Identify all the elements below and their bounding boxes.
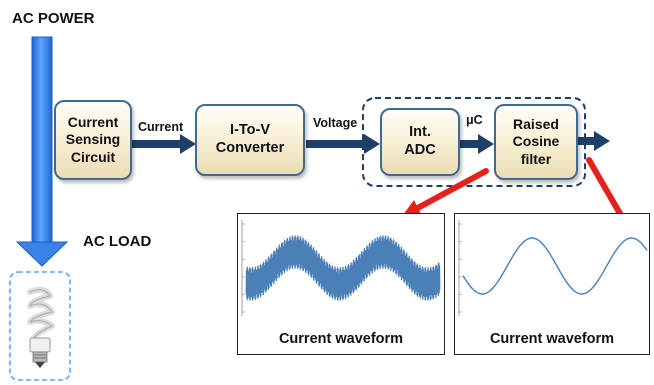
i-to-v-converter-block: I-To-V Converter xyxy=(195,104,305,176)
flow-arrow-output xyxy=(578,131,610,151)
filtered-waveform-caption: Current waveform xyxy=(489,331,615,347)
flow-arrow-adc-to-filter xyxy=(460,134,494,154)
current-sensing-line-2: Sensing xyxy=(65,131,121,148)
filtered-waveform-plot xyxy=(458,220,648,316)
raw-waveform-plot xyxy=(241,220,441,316)
callout-arrow-raw xyxy=(400,168,489,219)
ac-load-label: AC LOAD xyxy=(83,233,152,250)
filter-line-3: filter xyxy=(520,150,552,167)
converter-line-1: I-To-V xyxy=(230,122,270,139)
flow-arrow-voltage xyxy=(306,134,380,154)
int-adc-block: Int. ADC xyxy=(380,108,460,176)
converter-line-2: Converter xyxy=(215,140,285,156)
filtered-waveform-trace xyxy=(462,237,648,295)
microcontroller-label: μC xyxy=(466,113,483,127)
ac-power-arrow xyxy=(15,36,69,267)
filter-line-2: Cosine xyxy=(512,133,560,150)
cfl-bulb-icon xyxy=(27,286,55,368)
raw-waveform-trace xyxy=(245,234,441,301)
current-sensing-line-1: Current xyxy=(67,114,119,131)
current-sensing-line-3: Circuit xyxy=(70,148,116,165)
ac-power-label: AC POWER xyxy=(12,10,95,27)
voltage-signal-label: Voltage xyxy=(313,116,358,130)
raw-waveform-caption: Current waveform xyxy=(278,331,404,347)
filter-line-1: Raised xyxy=(513,116,559,133)
current-sensing-block: Current Sensing Circuit xyxy=(54,100,132,180)
raised-cosine-filter-block: Raised Cosine filter xyxy=(494,104,578,180)
flow-arrow-current xyxy=(132,134,196,154)
adc-line-2: ADC xyxy=(404,142,436,158)
current-signal-label: Current xyxy=(138,120,184,134)
raw-waveform-panel: Current waveform xyxy=(237,213,445,355)
adc-line-1: Int. xyxy=(409,124,431,141)
filtered-waveform-panel: Current waveform xyxy=(454,213,650,355)
